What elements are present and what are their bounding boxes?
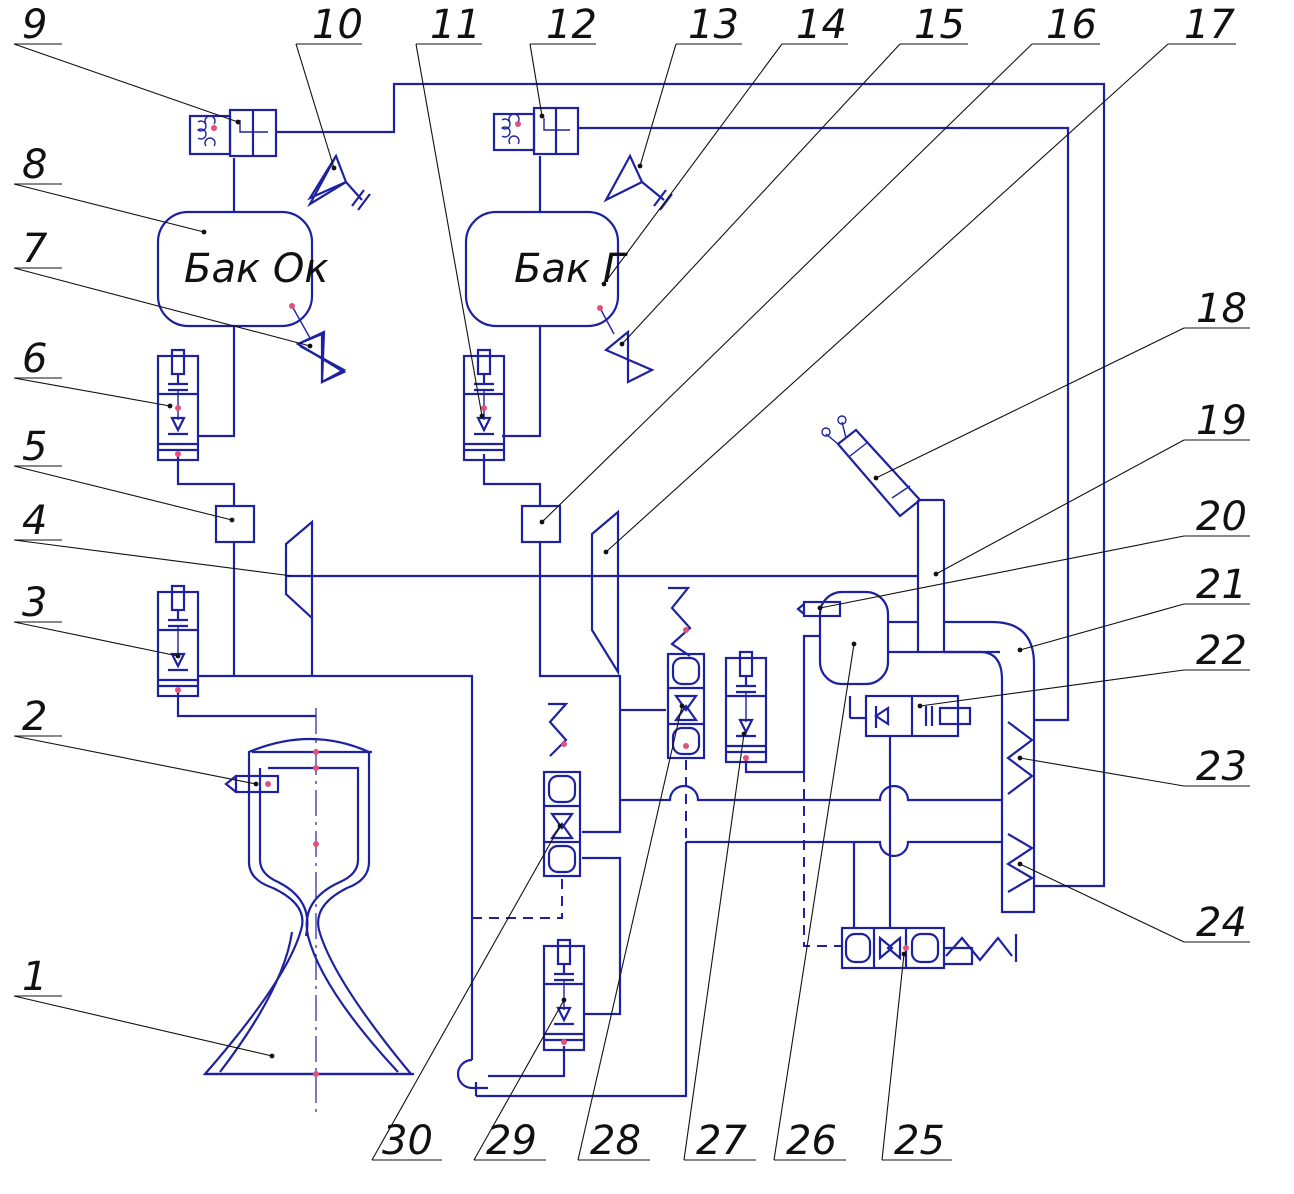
- main-piping: [176, 82, 1106, 1098]
- gg-fuel-valve: [724, 650, 768, 764]
- callout-5: 5: [22, 424, 47, 470]
- heat-exchanger-upper: [1006, 721, 1034, 795]
- callout-10: 10: [312, 2, 363, 48]
- throttle-valve: [542, 938, 586, 1052]
- start-valve: [156, 584, 200, 698]
- tank-oxidizer: Бак Ок: [156, 210, 328, 328]
- callout-numbers: 9 8 7 6 5 4 3 2 1 10 11 12 13 14 15 16 1…: [22, 2, 1247, 1164]
- tank-fuel-label: Бак Г: [514, 246, 628, 292]
- callout-9: 9: [22, 2, 47, 48]
- leader-lines: [13, 43, 1250, 1161]
- drain-valve-fuel: [599, 307, 655, 384]
- callout-27: 27: [696, 1118, 747, 1164]
- callout-26: 26: [786, 1118, 837, 1164]
- callout-20: 20: [1196, 494, 1247, 540]
- callout-24: 24: [1196, 900, 1247, 946]
- callout-17: 17: [1184, 2, 1235, 48]
- combustion-chamber: [202, 708, 414, 1112]
- igniter: [224, 774, 280, 794]
- callout-30: 30: [382, 1118, 433, 1164]
- callout-23: 23: [1196, 744, 1247, 790]
- callout-21: 21: [1196, 562, 1247, 608]
- turbine-fuel: [590, 509, 620, 676]
- callout-29: 29: [486, 1118, 537, 1164]
- callout-12: 12: [546, 2, 597, 48]
- callout-1: 1: [22, 954, 47, 1000]
- callout-3: 3: [22, 580, 47, 626]
- callout-16: 16: [1046, 2, 1097, 48]
- regulator-28: [666, 586, 706, 760]
- callout-4: 4: [22, 498, 47, 544]
- callout-15: 15: [914, 2, 965, 48]
- relief-valve-fuel: [603, 153, 673, 211]
- drain-valve-ox: [291, 305, 347, 384]
- pump-ox: [214, 504, 256, 544]
- exhaust-duct: [916, 498, 1036, 914]
- turbine-ox: [284, 519, 314, 621]
- leader-dots: [167, 113, 1023, 1059]
- regulator-30: [542, 702, 582, 878]
- heat-exchanger-lower: [1005, 833, 1035, 893]
- gg-igniter: [796, 600, 842, 618]
- callout-19: 19: [1196, 398, 1247, 444]
- tank-oxidizer-label: Бак Ок: [184, 246, 328, 292]
- callout-8: 8: [22, 142, 47, 188]
- tank-fuel: Бак Г: [464, 210, 628, 328]
- callout-2: 2: [22, 694, 47, 740]
- callout-25: 25: [894, 1118, 945, 1164]
- gg-ox-valve: [864, 694, 972, 738]
- pressurization-valve-ox: [188, 108, 278, 158]
- pipe-nodes: [175, 121, 909, 1077]
- callout-7: 7: [22, 226, 48, 272]
- callout-28: 28: [590, 1118, 641, 1164]
- callout-13: 13: [688, 2, 739, 48]
- callout-22: 22: [1196, 628, 1247, 674]
- relief-valve-ox: [307, 153, 371, 211]
- temperature-sensor: [821, 415, 922, 518]
- gas-generator: [818, 590, 1000, 686]
- callout-18: 18: [1196, 286, 1247, 332]
- callout-6: 6: [22, 336, 47, 382]
- regulator-25: [840, 926, 1018, 970]
- pressurization-valve-fuel: [492, 106, 580, 156]
- callout-11: 11: [430, 2, 481, 48]
- pump-fuel: [520, 504, 562, 544]
- callout-14: 14: [796, 2, 847, 48]
